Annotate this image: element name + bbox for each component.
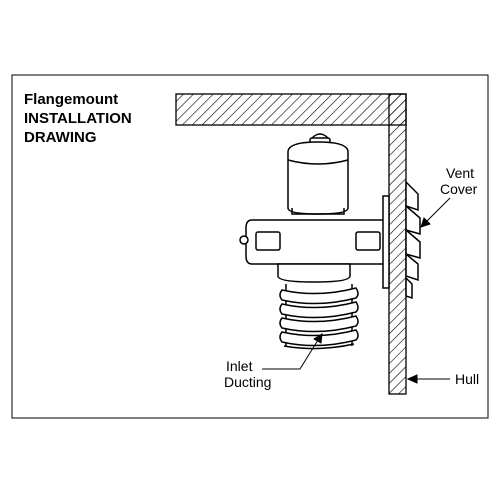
vent-cover-label-line-1: Vent xyxy=(446,165,474,181)
fan-unit xyxy=(239,133,389,283)
mounting-plate xyxy=(382,195,390,289)
title-line-2: INSTALLATION xyxy=(24,110,132,127)
hull-structure xyxy=(175,93,407,395)
inlet-ducting xyxy=(279,284,359,350)
vent-cover-leader-arrow xyxy=(420,197,451,228)
drawing-frame xyxy=(11,74,489,419)
inlet-ducting-label-line-2: Ducting xyxy=(224,374,271,390)
vent-cover-label-line-2: Cover xyxy=(440,181,478,197)
inlet-ducting-label-line-1: Inlet xyxy=(226,358,253,374)
hull-label: Hull xyxy=(455,371,479,387)
title-line-3: DRAWING xyxy=(24,129,97,146)
title-line-1: Flangemount xyxy=(24,91,118,108)
hull-leader-arrow xyxy=(406,374,450,384)
inlet-ducting-leader-arrow xyxy=(262,333,323,370)
vent-cover xyxy=(405,180,421,300)
